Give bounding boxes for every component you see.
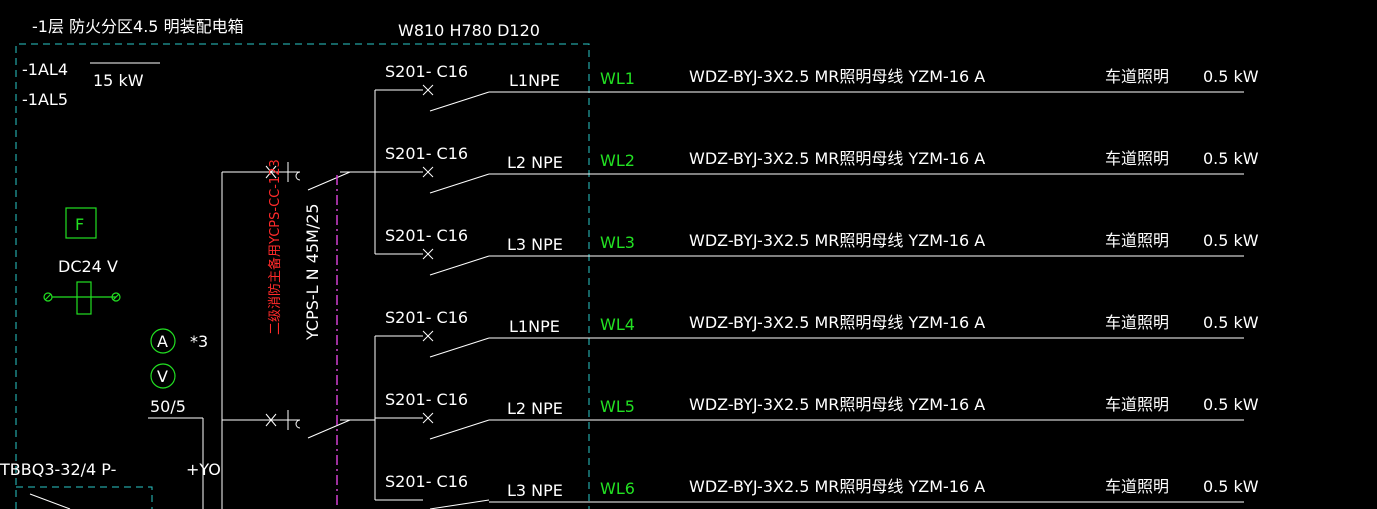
circuit-code: WL2: [600, 151, 635, 170]
fire-signal-box: [65, 207, 97, 239]
circuit-load: 0.5 kW: [1203, 149, 1259, 168]
relay-coil-icon: [43, 281, 121, 315]
panel-power: 15 kW: [93, 71, 144, 90]
cable-spec: WDZ-BYJ-3X2.5 MR照明母线 YZM-16 A: [689, 67, 985, 86]
cable-spec: WDZ-BYJ-3X2.5 MR照明母线 YZM-16 A: [689, 313, 985, 332]
circuit-code: WL5: [600, 397, 635, 416]
circuit-code: WL4: [600, 315, 635, 334]
fire-signal-label: F: [75, 215, 84, 234]
circuit-row: S201- C16 L2 NPE WL5 WDZ-BYJ-3X2.5 MR照明母…: [375, 390, 1259, 440]
circuit-load: 0.5 kW: [1203, 477, 1259, 496]
breaker-label: S201- C16: [385, 390, 468, 409]
circuit-use: 车道照明: [1105, 231, 1169, 250]
circuit-row: S201- C16 L2 NPE WL2 WDZ-BYJ-3X2.5 MR照明母…: [375, 144, 1259, 194]
ct-ratio: 50/5: [150, 397, 186, 416]
phase-label: L2 NPE: [507, 399, 563, 418]
circuit-code: WL3: [600, 233, 635, 252]
voltmeter-label: V: [157, 367, 168, 386]
incoming-switch-lower: [222, 410, 375, 439]
circuit-row: S201- C16 L1NPE WL1 WDZ-BYJ-3X2.5 MR照明母线…: [375, 62, 1259, 112]
breaker-label: S201- C16: [385, 308, 468, 327]
circuit-row: S201- C16 L3 NPE WL3 WDZ-BYJ-3X2.5 MR照明母…: [375, 226, 1259, 276]
circuit-use: 车道照明: [1105, 313, 1169, 332]
panel-dims: W810 H780 D120: [398, 21, 540, 40]
ammeter-count: *3: [190, 332, 208, 351]
circuit-load: 0.5 kW: [1203, 395, 1259, 414]
cable-spec: WDZ-BYJ-3X2.5 MR照明母线 YZM-16 A: [689, 149, 985, 168]
phase-label: L3 NPE: [507, 235, 563, 254]
panel-border: [15, 43, 590, 509]
cable-spec: WDZ-BYJ-3X2.5 MR照明母线 YZM-16 A: [689, 231, 985, 250]
circuit-use: 车道照明: [1105, 477, 1169, 496]
aux-label: +YO: [186, 460, 221, 479]
circuit-code: WL1: [600, 69, 635, 88]
circuit-use: 车道照明: [1105, 149, 1169, 168]
main-switch-label: TBBQ3-32/4 P-: [0, 460, 116, 479]
phase-label: L1NPE: [509, 317, 560, 336]
dc-label: DC24 V: [58, 257, 118, 276]
phase-label: L3 NPE: [507, 481, 563, 500]
breaker-label: S201- C16: [385, 144, 468, 163]
voltmeter-icon: [150, 363, 176, 389]
breaker-label: S201- C16: [385, 472, 468, 491]
panel-title: -1层 防火分区4.5 明装配电箱: [32, 17, 244, 36]
cable-spec: WDZ-BYJ-3X2.5 MR照明母线 YZM-16 A: [689, 477, 985, 496]
ammeter-icon: [150, 328, 176, 354]
cable-spec: WDZ-BYJ-3X2.5 MR照明母线 YZM-16 A: [689, 395, 985, 414]
circuit-code: WL6: [600, 479, 635, 498]
phase-label: L1NPE: [509, 71, 560, 90]
circuit-row: S201- C16 L1NPE WL4 WDZ-BYJ-3X2.5 MR照明母线…: [375, 308, 1259, 358]
circuit-use: 车道照明: [1105, 67, 1169, 86]
panel-id-2: -1AL5: [22, 90, 68, 109]
circuit-load: 0.5 kW: [1203, 67, 1259, 86]
circuit-use: 车道照明: [1105, 395, 1169, 414]
breaker-label: S201- C16: [385, 62, 468, 81]
breaker-label: S201- C16: [385, 226, 468, 245]
panel-id-1: -1AL4: [22, 60, 68, 79]
busbar-model: YCPS-L N 45M/25: [303, 203, 322, 341]
busbar-note: 二级消防主备用YCPS-CC-123: [267, 159, 283, 335]
circuit-load: 0.5 kW: [1203, 231, 1259, 250]
main-switch-contact: [29, 493, 71, 509]
phase-label: L2 NPE: [507, 153, 563, 172]
circuit-row: S201- C16 L3 NPE WL6 WDZ-BYJ-3X2.5 MR照明母…: [375, 472, 1259, 509]
incoming-switch-upper: [222, 162, 375, 191]
ammeter-label: A: [157, 332, 168, 351]
switch-border: [16, 486, 153, 509]
circuit-load: 0.5 kW: [1203, 313, 1259, 332]
